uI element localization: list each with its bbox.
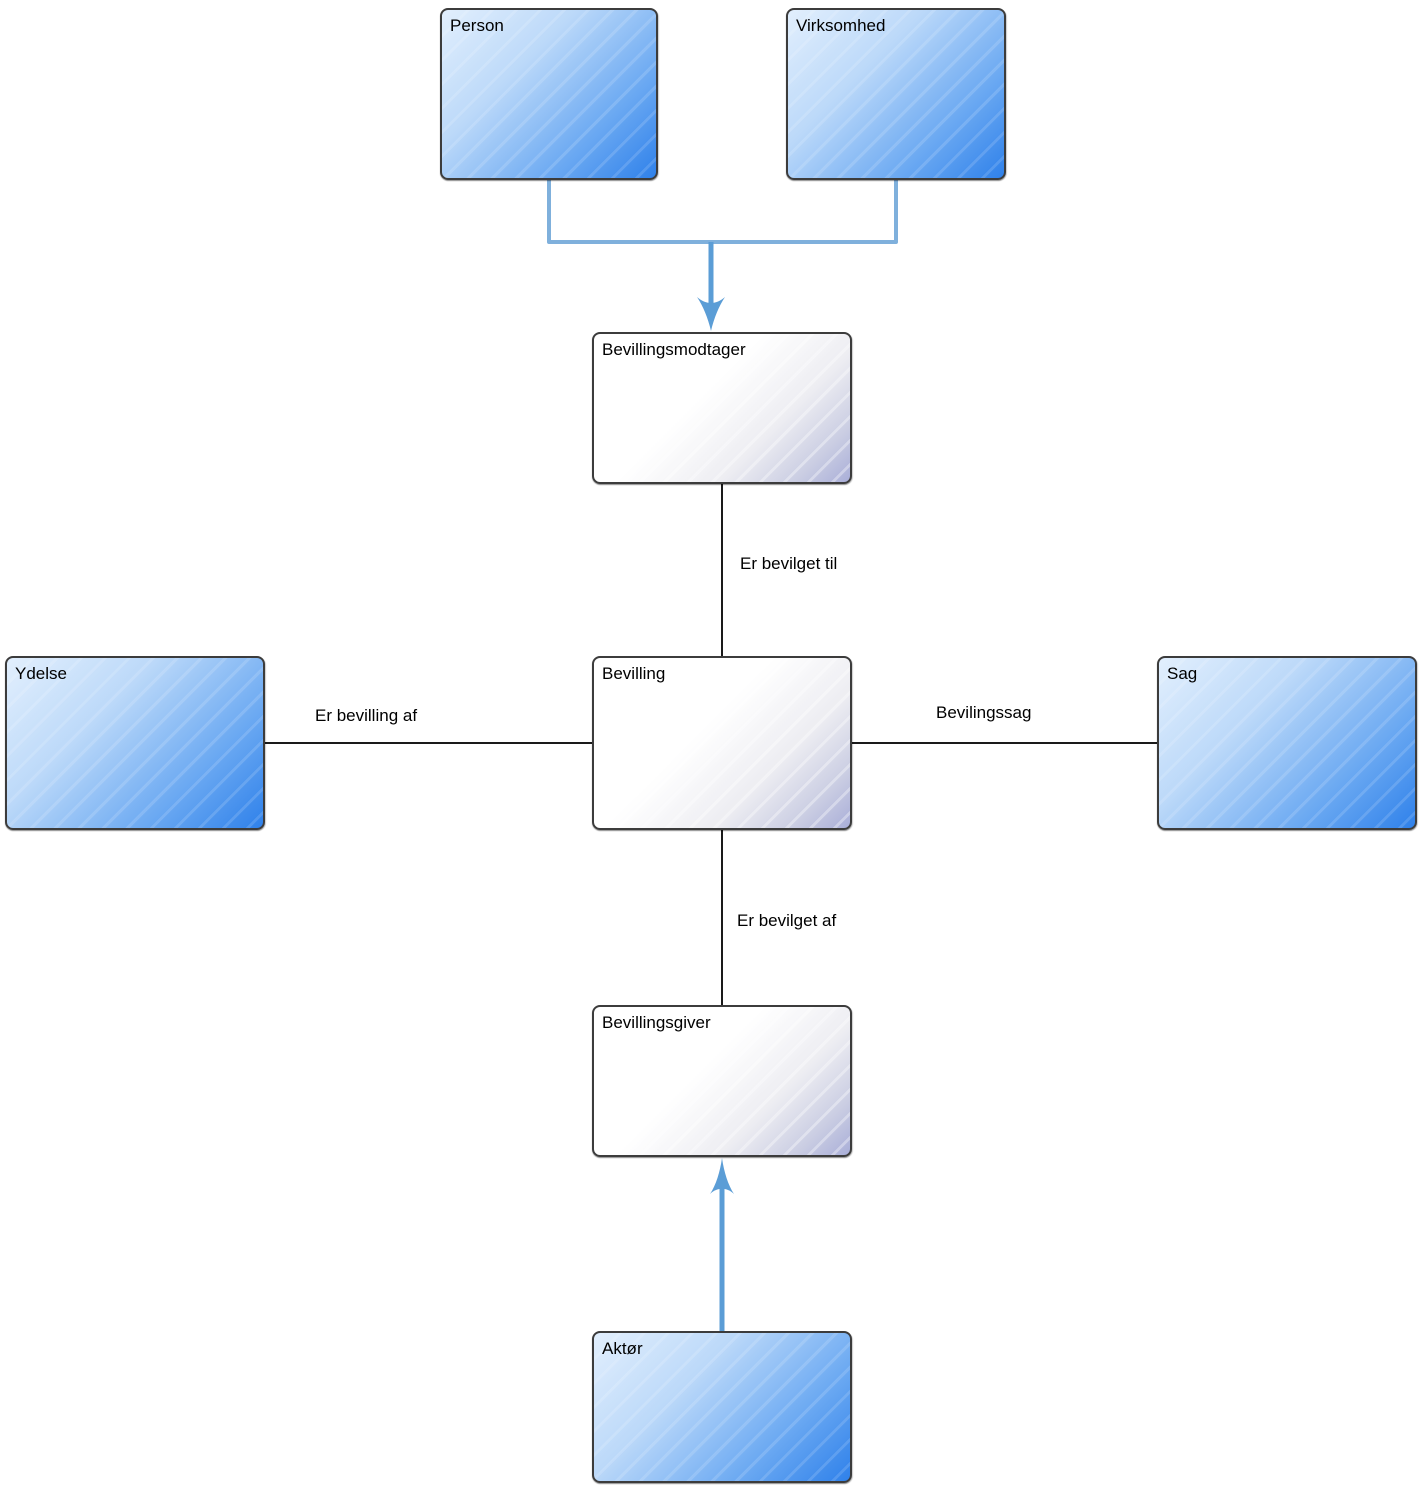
edge-label-er-bevilget-af: Er bevilget af <box>737 911 837 930</box>
node-bevillingsgiver: Bevillingsgiver <box>592 1005 852 1157</box>
node-person-label: Person <box>450 16 504 35</box>
edge-label-er-bevilget-til: Er bevilget til <box>740 554 838 573</box>
edge-label-bevilingssag: Bevilingssag <box>936 703 1032 722</box>
node-bevillingsgiver-label: Bevillingsgiver <box>602 1013 711 1032</box>
node-bevillingsmodtager-label: Bevillingsmodtager <box>602 340 746 359</box>
node-sag-label: Sag <box>1167 664 1198 683</box>
node-aktoer-label: Aktør <box>602 1339 643 1358</box>
node-virksomhed-label: Virksomhed <box>796 16 886 35</box>
node-sag: Sag <box>1157 656 1417 830</box>
node-bevilling: Bevilling <box>592 656 852 830</box>
node-virksomhed: Virksomhed <box>786 8 1006 180</box>
node-bevillingsmodtager: Bevillingsmodtager <box>592 332 852 484</box>
node-bevilling-label: Bevilling <box>602 664 666 683</box>
edge-person-virksomhed-merge-line <box>547 180 898 244</box>
edge-label-er-bevilling-af: Er bevilling af <box>315 706 418 725</box>
arrowhead-down-icon <box>697 297 725 331</box>
arrowhead-up-icon <box>710 1158 734 1194</box>
node-ydelse: Ydelse <box>5 656 265 830</box>
node-ydelse-label: Ydelse <box>15 664 67 683</box>
node-aktoer: Aktør <box>592 1331 852 1483</box>
node-person: Person <box>440 8 658 180</box>
